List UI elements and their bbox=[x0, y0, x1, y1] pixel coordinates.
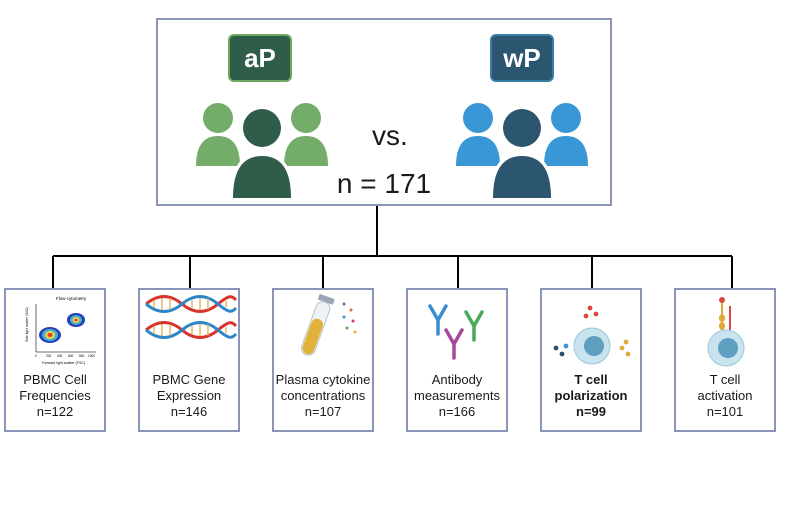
flow-plot-tick: 400 bbox=[57, 354, 63, 358]
assay-card-plasma-cytokine-concentrations: Plasma cytokine concentrations n=107 bbox=[272, 288, 374, 432]
assay-card-t-cell-polarization: T cell polarization n=99 bbox=[540, 288, 642, 432]
wp-badge: wP bbox=[490, 34, 554, 82]
assay-sample-size: n=146 bbox=[170, 404, 208, 419]
cytokine-dots-icon bbox=[342, 302, 357, 334]
assay-label-line1: PBMC Cell bbox=[23, 372, 87, 387]
assay-sample-size: n=101 bbox=[706, 404, 744, 419]
ap-badge: aP bbox=[228, 34, 292, 82]
assay-card-antibody-measurements: Antibody measurements n=166 bbox=[406, 288, 508, 432]
flow-plot-title: Flow cytometry bbox=[56, 296, 87, 301]
assay-label: T cell polarization n=99 bbox=[542, 372, 640, 420]
assay-label-line2: concentrations bbox=[280, 388, 366, 403]
total-sample-size: n = 171 bbox=[336, 168, 432, 199]
assay-sample-size: n=122 bbox=[36, 404, 74, 419]
test-tube-icon bbox=[300, 294, 357, 356]
assay-label: Plasma cytokine concentrations n=107 bbox=[274, 372, 372, 420]
ap-people-icon bbox=[196, 103, 328, 200]
assay-label-line2: Expression bbox=[156, 388, 222, 403]
assay-label-line1: Plasma cytokine bbox=[275, 372, 371, 387]
cohort-box: aP wP vs. n = 171 bbox=[156, 18, 612, 206]
assay-label: Antibody measurements n=166 bbox=[408, 372, 506, 420]
dna-icon bbox=[145, 295, 238, 339]
vs-label: vs. bbox=[372, 120, 408, 151]
assay-sample-size: n=166 bbox=[438, 404, 476, 419]
assay-label-line2: Frequencies bbox=[19, 388, 91, 403]
assay-label: T cell activation n=101 bbox=[676, 372, 774, 420]
t-cell-activation-icon bbox=[707, 297, 745, 367]
assay-label: PBMC Cell Frequencies n=122 bbox=[6, 372, 104, 420]
antibody-icon bbox=[428, 304, 484, 360]
flow-plot-tick: 0 bbox=[35, 354, 37, 358]
assay-label-line1: Antibody bbox=[431, 372, 483, 387]
flow-cytometry-icon: Flow cytometry Side light scatter (SSC) … bbox=[25, 296, 96, 365]
assay-label-line2: activation bbox=[697, 388, 753, 403]
assay-label-line1: T cell bbox=[709, 372, 741, 387]
assay-sample-size: n=107 bbox=[304, 404, 342, 419]
assay-label-line1: PBMC Gene bbox=[152, 372, 226, 387]
flow-plot-tick: 200 bbox=[46, 354, 52, 358]
flow-plot-tick: 600 bbox=[68, 354, 74, 358]
flow-plot-tick: 1000 bbox=[88, 354, 95, 358]
flow-plot-tick: 800 bbox=[79, 354, 85, 358]
assay-card-pbmc-gene-expression: PBMC Gene Expression n=146 bbox=[138, 288, 240, 432]
assay-label-line1: T cell bbox=[574, 372, 608, 387]
wp-people-icon bbox=[456, 103, 588, 200]
assay-sample-size: n=99 bbox=[576, 404, 606, 419]
assay-label-line2: measurements bbox=[414, 388, 500, 403]
assay-label: PBMC Gene Expression n=146 bbox=[140, 372, 238, 420]
assay-card-t-cell-activation: T cell activation n=101 bbox=[674, 288, 776, 432]
flow-plot-xlabel: Forward light scatter (FSC) bbox=[42, 361, 85, 365]
t-cell-polarization-icon bbox=[553, 305, 631, 365]
flow-plot-ylabel: Side light scatter (SSC) bbox=[25, 307, 29, 342]
assay-card-pbmc-cell-frequencies: Flow cytometry Side light scatter (SSC) … bbox=[4, 288, 106, 432]
assay-label-line2: polarization bbox=[554, 388, 628, 403]
